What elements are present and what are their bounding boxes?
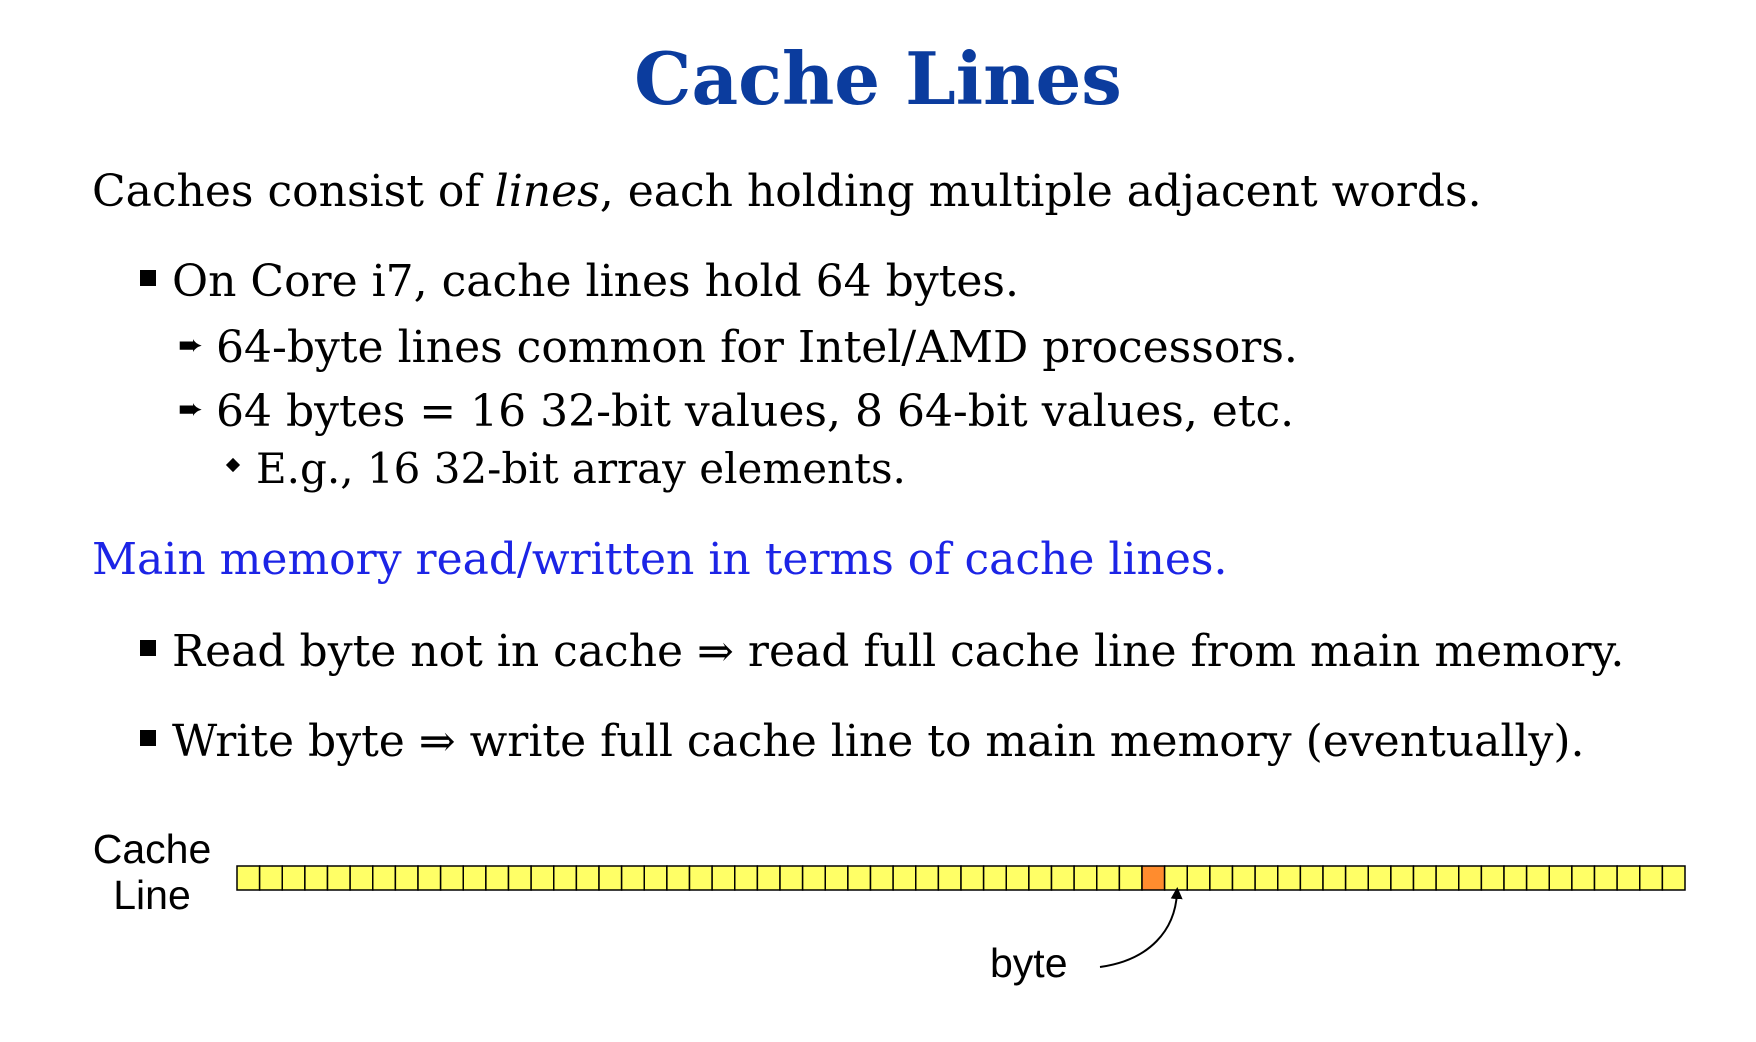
cache-byte-cell [394, 865, 419, 891]
square-bullet-icon [140, 730, 156, 746]
sub-sub-bullet-text: E.g., 16 32-bit array elements. [256, 444, 906, 493]
cache-byte-cell [847, 865, 872, 891]
cache-byte-cell [801, 865, 826, 891]
cache-byte-cell [1571, 865, 1596, 891]
cache-byte-cell [1299, 865, 1324, 891]
cache-byte-cell [530, 865, 555, 891]
highlighted-byte-cell [1141, 865, 1166, 891]
cache-byte-cell [1322, 865, 1347, 891]
cache-byte-cell [756, 865, 781, 891]
cache-byte-cell [1593, 865, 1618, 891]
cache-byte-cell [892, 865, 917, 891]
sub-sub-bullet-item: E.g., 16 32-bit array elements. [225, 444, 906, 494]
byte-label: byte [990, 940, 1068, 986]
cache-byte-cell [1367, 865, 1392, 891]
arrow-bullet-icon: ➨ [178, 392, 204, 427]
cache-byte-cell [824, 865, 849, 891]
cache-byte-cell [1435, 865, 1460, 891]
cache-byte-cell [1661, 865, 1686, 891]
sub-bullet-text: 64 bytes = 16 32-bit values, 8 64-bit va… [216, 386, 1295, 437]
cache-line-label-line1: Cache [92, 826, 212, 872]
arrow-bullet-icon: ➨ [178, 328, 204, 363]
cache-byte-cell [372, 865, 397, 891]
cache-byte-cell [1050, 865, 1075, 891]
cache-byte-cell [1548, 865, 1573, 891]
cache-byte-cell [575, 865, 600, 891]
cache-byte-cell [688, 865, 713, 891]
cache-line-label: Cache Line [72, 826, 232, 918]
cache-byte-cell [734, 865, 759, 891]
cache-byte-cell [1616, 865, 1641, 891]
cache-byte-cell [485, 865, 510, 891]
cache-byte-cell [281, 865, 306, 891]
cache-line-cells [236, 865, 1686, 891]
cache-byte-cell [1073, 865, 1098, 891]
cache-byte-cell [1231, 865, 1256, 891]
cache-byte-cell [1503, 865, 1528, 891]
cache-byte-cell [982, 865, 1007, 891]
slide-title: Cache Lines [634, 36, 1122, 121]
memory-bullet-text: Read byte not in cache ⇒ read full cache… [172, 626, 1625, 677]
cache-byte-cell [1412, 865, 1437, 891]
cache-byte-cell [1525, 865, 1550, 891]
highlight-line: Main memory read/written in terms of cac… [92, 534, 1228, 585]
cache-byte-cell [1458, 865, 1483, 891]
cache-byte-cell [915, 865, 940, 891]
intro-text-italic: lines [494, 166, 600, 217]
cache-byte-cell [1118, 865, 1143, 891]
cache-byte-cell [1005, 865, 1030, 891]
bullet-text: On Core i7, cache lines hold 64 bytes. [172, 256, 1019, 307]
memory-bullet-item: Read byte not in cache ⇒ read full cache… [140, 626, 1624, 678]
cache-byte-cell [1186, 865, 1211, 891]
cache-byte-cell [620, 865, 645, 891]
cache-byte-cell [236, 865, 261, 891]
cache-byte-cell [1209, 865, 1234, 891]
cache-byte-cell [258, 865, 283, 891]
memory-bullet-item: Write byte ⇒ write full cache line to ma… [140, 716, 1584, 768]
intro-text-before: Caches consist of [92, 166, 495, 217]
cache-byte-cell [326, 865, 351, 891]
cache-byte-cell [439, 865, 464, 891]
cache-byte-cell [1277, 865, 1302, 891]
square-bullet-icon [140, 270, 156, 286]
cache-byte-cell [666, 865, 691, 891]
sub-bullet-item: ➨ 64-byte lines common for Intel/AMD pro… [178, 322, 1298, 374]
cache-byte-cell [1480, 865, 1505, 891]
cache-byte-cell [1096, 865, 1121, 891]
cache-byte-cell [1639, 865, 1664, 891]
cache-byte-cell [869, 865, 894, 891]
cache-byte-cell [417, 865, 442, 891]
cache-byte-cell [553, 865, 578, 891]
cache-byte-cell [1254, 865, 1279, 891]
cache-byte-cell [1390, 865, 1415, 891]
memory-bullet-text: Write byte ⇒ write full cache line to ma… [172, 716, 1585, 767]
cache-byte-cell [1344, 865, 1369, 891]
sub-bullet-text: 64-byte lines common for Intel/AMD proce… [216, 322, 1298, 373]
bullet-item: On Core i7, cache lines hold 64 bytes. [140, 256, 1019, 308]
cache-byte-cell [1028, 865, 1053, 891]
cache-byte-cell [960, 865, 985, 891]
cache-byte-cell [643, 865, 668, 891]
cache-byte-cell [598, 865, 623, 891]
cache-byte-cell [1163, 865, 1188, 891]
cache-byte-cell [779, 865, 804, 891]
intro-text-after: , each holding multiple adjacent words. [599, 166, 1482, 217]
cache-byte-cell [462, 865, 487, 891]
byte-pointer-arrow [1099, 887, 1183, 968]
square-bullet-icon [140, 640, 156, 656]
sub-bullet-item: ➨ 64 bytes = 16 32-bit values, 8 64-bit … [178, 386, 1294, 438]
cache-byte-cell [507, 865, 532, 891]
cache-byte-cell [349, 865, 374, 891]
cache-byte-cell [304, 865, 329, 891]
cache-byte-cell [937, 865, 962, 891]
cache-line-label-line2: Line [113, 872, 191, 918]
cache-byte-cell [711, 865, 736, 891]
intro-line: Caches consist of lines, each holding mu… [92, 166, 1482, 218]
